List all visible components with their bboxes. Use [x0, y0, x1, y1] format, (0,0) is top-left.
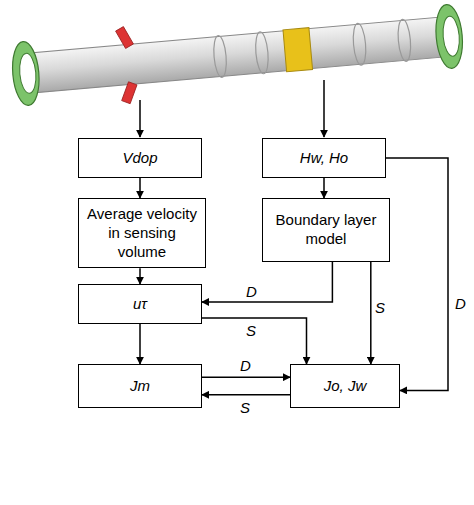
- pipe: [10, 0, 466, 114]
- measurement-arrow: [139, 100, 141, 137]
- quantity-box: Jo, Jw: [290, 364, 400, 408]
- doppler-probe: [116, 27, 134, 49]
- doppler-probe: [122, 82, 137, 104]
- measurement-arrow: [323, 80, 325, 137]
- flow-arrow: [202, 318, 307, 364]
- flow-arrow: [139, 324, 141, 364]
- edge-label: D: [453, 296, 468, 313]
- edge-label: S: [238, 400, 252, 417]
- edge-label: S: [244, 323, 258, 340]
- pipe-ring: [254, 31, 270, 74]
- flow-arrow: [370, 262, 372, 364]
- flow-arrow: [139, 268, 141, 284]
- flow-arrow: [386, 158, 448, 390]
- quantity-box: uτ: [78, 284, 202, 324]
- process-box: Average velocity in sensing volume: [78, 198, 206, 268]
- edge-label: D: [244, 284, 259, 301]
- measurement-box: Vdop: [78, 138, 202, 178]
- flange-bore: [18, 53, 37, 94]
- flow-arrow: [202, 376, 290, 378]
- edge-label: S: [373, 300, 387, 317]
- flow-arrow: [323, 178, 325, 198]
- measurement-box: Hw, Ho: [262, 138, 386, 178]
- pipe-ring: [352, 23, 368, 66]
- node-label: Average velocity in sensing volume: [79, 202, 205, 264]
- node-label: Jm: [125, 374, 155, 399]
- flange: [433, 3, 464, 69]
- model-box: Boundary layer model: [262, 198, 390, 262]
- sensor-band: [283, 28, 313, 72]
- pipe-body: [24, 17, 451, 94]
- edge-label: D: [238, 358, 253, 375]
- flange-bore: [441, 16, 460, 57]
- pipe-ring: [397, 19, 413, 62]
- flow-arrow: [139, 178, 141, 198]
- node-label: Boundary layer model: [263, 208, 389, 252]
- flow-arrow: [202, 394, 290, 396]
- node-label: uτ: [128, 292, 152, 317]
- node-label: Vdop: [117, 146, 162, 171]
- node-label: Jo, Jw: [319, 374, 372, 399]
- pipe-ring: [212, 35, 228, 78]
- node-label: Hw, Ho: [295, 146, 353, 171]
- flange: [10, 40, 41, 106]
- quantity-box: Jm: [78, 364, 202, 408]
- flow-arrow: [202, 262, 332, 302]
